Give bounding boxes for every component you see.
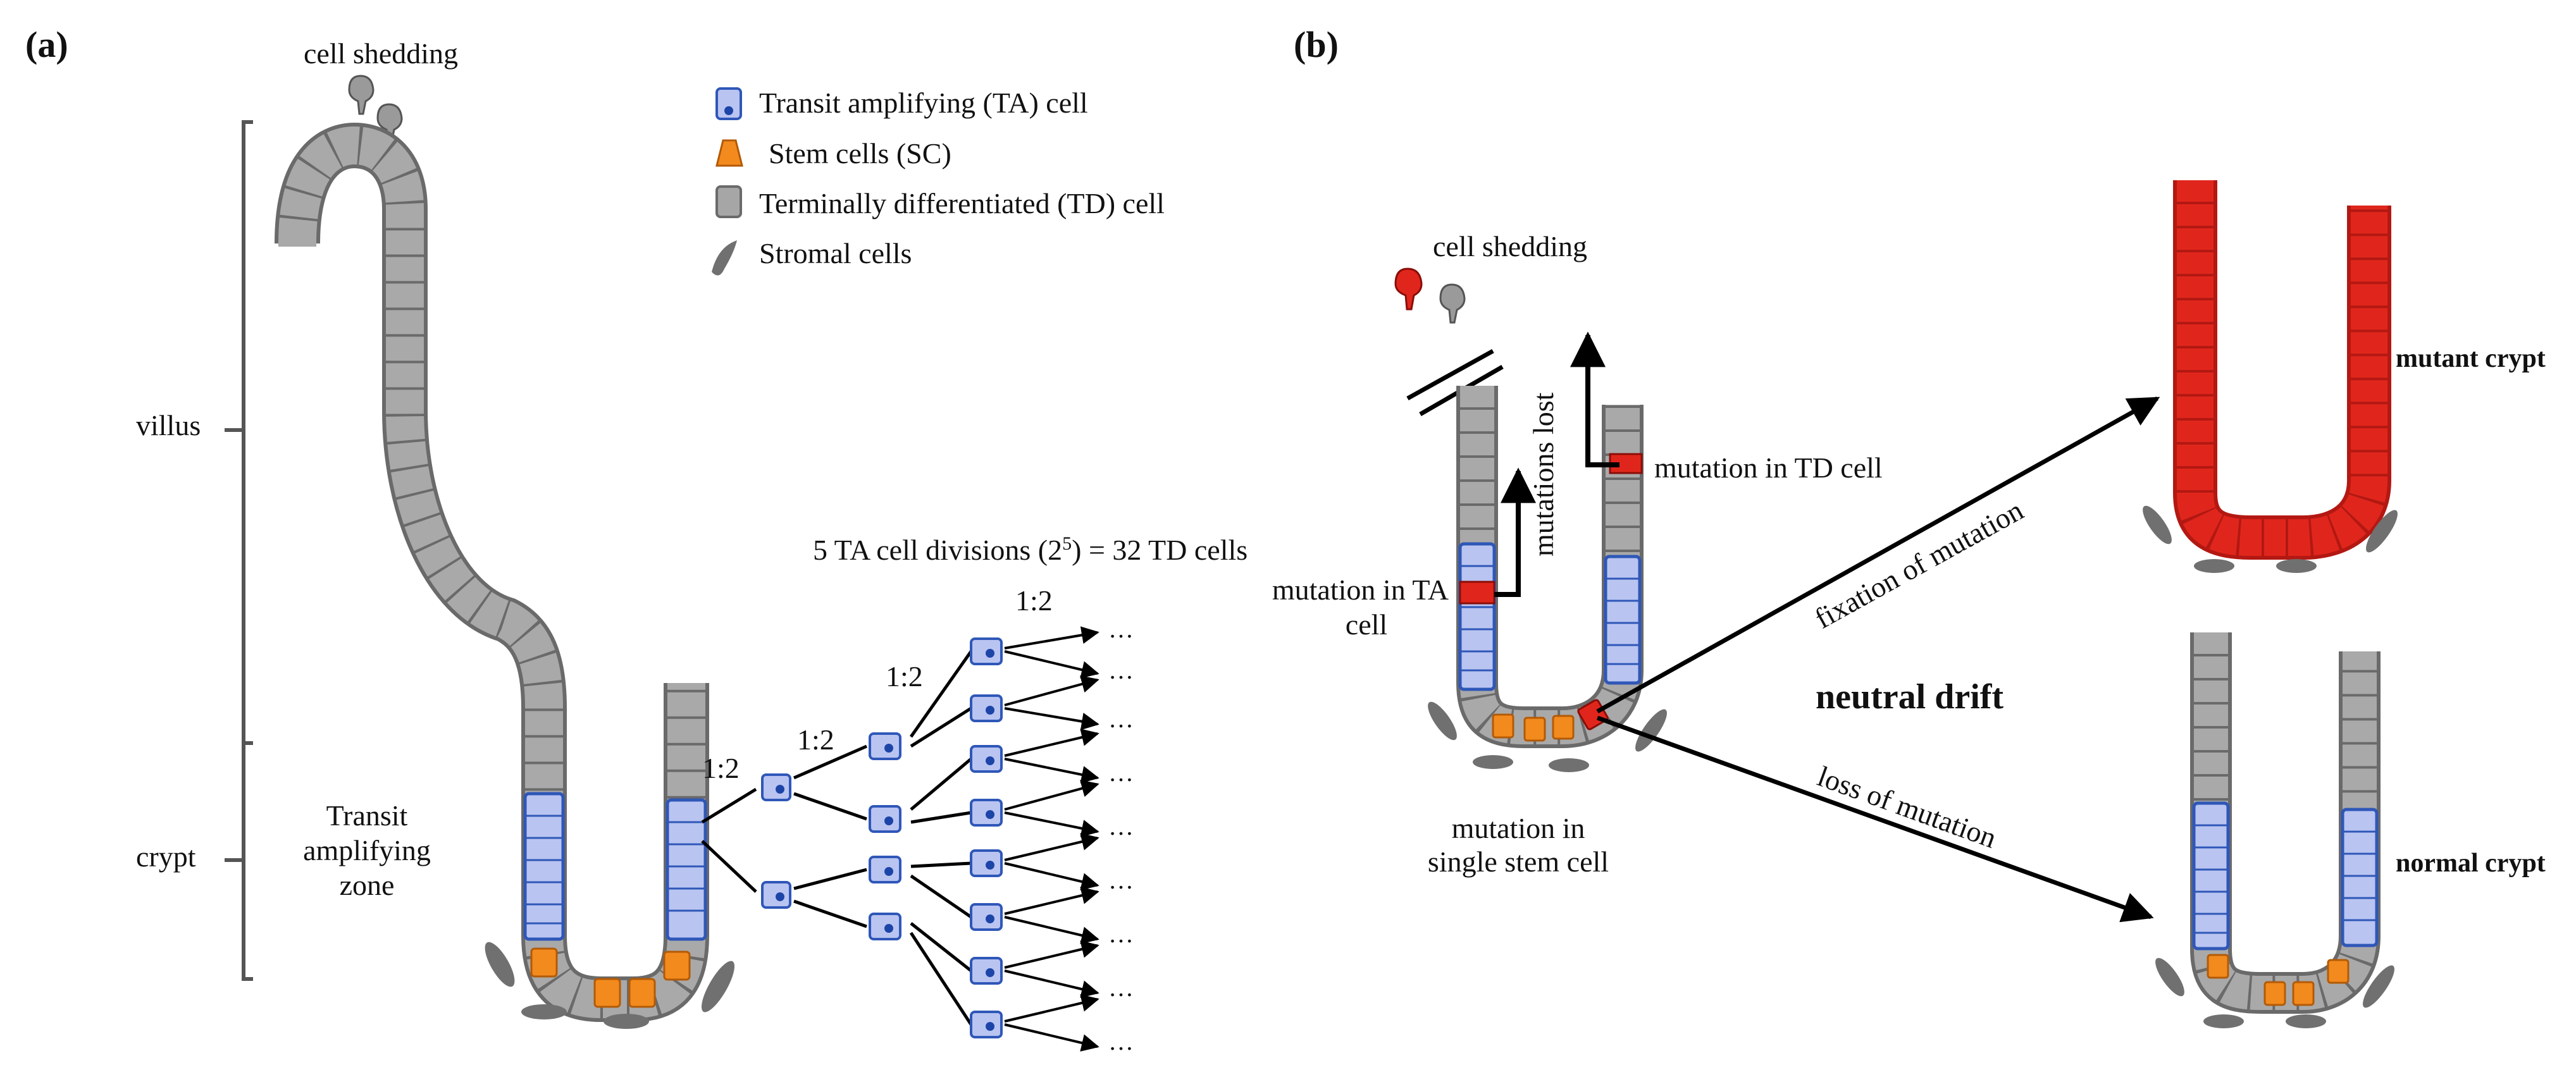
ratio-label: 1:2 xyxy=(1015,584,1053,617)
transit-zone-label-3: zone xyxy=(340,869,395,901)
mutation-td-label: mutation in TD cell xyxy=(1654,452,1883,484)
villus-crypt-bracket xyxy=(225,120,253,981)
mutant-crypt-label: mutant crypt xyxy=(2396,344,2546,373)
ratio-labels: 1:2 1:2 1:2 1:2 xyxy=(702,584,1053,784)
neutral-drift-label: neutral drift xyxy=(1816,677,2003,717)
panel-a-label: (a) xyxy=(25,24,68,65)
transit-zone-label-1: Transit xyxy=(326,799,408,832)
mutation-ta-label-2: cell xyxy=(1346,608,1387,641)
stromal-cells-a xyxy=(485,942,734,1029)
crypt-b xyxy=(1428,386,1667,772)
ellipsis: … xyxy=(1108,812,1134,840)
ellipsis: … xyxy=(1108,920,1134,948)
normal-crypt xyxy=(2155,632,2394,1028)
ratio-label: 1:2 xyxy=(886,660,923,692)
legend-stem: Stem cells (SC) xyxy=(715,137,951,169)
fate-arrows xyxy=(1596,396,2160,923)
ellipsis: … xyxy=(1108,758,1134,787)
villus-crypt-epithelium xyxy=(275,122,734,1029)
legend-stromal-text: Stromal cells xyxy=(759,237,912,269)
villus-label: villus xyxy=(136,409,201,441)
mutation-stem-label-1: mutation in xyxy=(1452,812,1585,844)
mutant-ta-cell xyxy=(1459,581,1495,605)
stromal-cell-icon xyxy=(712,240,737,276)
panel-a: (a) cell shedding villus crypt Transit a… xyxy=(25,24,1248,1055)
legend-td-text: Terminally differentiated (TD) cell xyxy=(759,187,1165,219)
shed-cells-b xyxy=(1394,268,1466,324)
legend-td: Terminally differentiated (TD) cell xyxy=(715,185,1165,219)
legend-ta: Transit amplifying (TA) cell xyxy=(715,87,1088,120)
crypt-label: crypt xyxy=(136,840,196,873)
transit-zone-label-2: amplifying xyxy=(303,834,431,866)
shed-cells-a xyxy=(348,75,403,144)
normal-crypt-label: normal crypt xyxy=(2396,849,2546,878)
divisions-title: 5 TA cell divisions (25) = 32 TD cells xyxy=(813,533,1248,566)
ta-cell-icon xyxy=(715,87,742,120)
ta-cells-left xyxy=(523,792,565,941)
legend-ta-text: Transit amplifying (TA) cell xyxy=(759,87,1088,119)
ratio-label: 1:2 xyxy=(702,752,740,784)
cell-shedding-label-a: cell shedding xyxy=(304,37,458,70)
ellipsis: … xyxy=(1108,973,1134,1002)
legend: Transit amplifying (TA) cell Stem cells … xyxy=(712,87,1165,276)
ellipses: … … … … … … … … … xyxy=(1108,615,1134,1055)
cell-shedding-label-b: cell shedding xyxy=(1433,230,1587,262)
ellipsis: … xyxy=(1108,705,1134,733)
stem-cell-icon xyxy=(715,139,743,167)
ratio-label: 1:2 xyxy=(797,723,834,756)
panel-b-label: (b) xyxy=(1294,24,1339,65)
stem-cells-base-a xyxy=(530,947,691,1008)
ta-cells-right xyxy=(666,798,707,941)
mutation-stem-label-2: single stem cell xyxy=(1428,846,1609,878)
legend-stromal: Stromal cells xyxy=(712,237,912,276)
ellipsis: … xyxy=(1108,866,1134,894)
mutant-crypt xyxy=(2143,180,2398,573)
ellipsis: … xyxy=(1108,615,1134,643)
mutation-ta-label-1: mutation in TA xyxy=(1272,574,1449,606)
panel-b: (b) cell shedding xyxy=(1272,24,2546,1028)
td-cell-icon xyxy=(715,185,742,218)
mutations-lost-label: mutations lost xyxy=(1527,392,1559,557)
division-tree: … … … … … … … … … 1:2 1:2 1:2 1:2 xyxy=(701,584,1134,1055)
mutations-lost-arrows xyxy=(1494,331,1619,597)
ellipsis: … xyxy=(1108,1027,1134,1055)
fixation-label: fixation of mutation xyxy=(1809,494,2029,635)
legend-stem-text: Stem cells (SC) xyxy=(769,137,951,169)
ellipsis: … xyxy=(1108,656,1134,684)
